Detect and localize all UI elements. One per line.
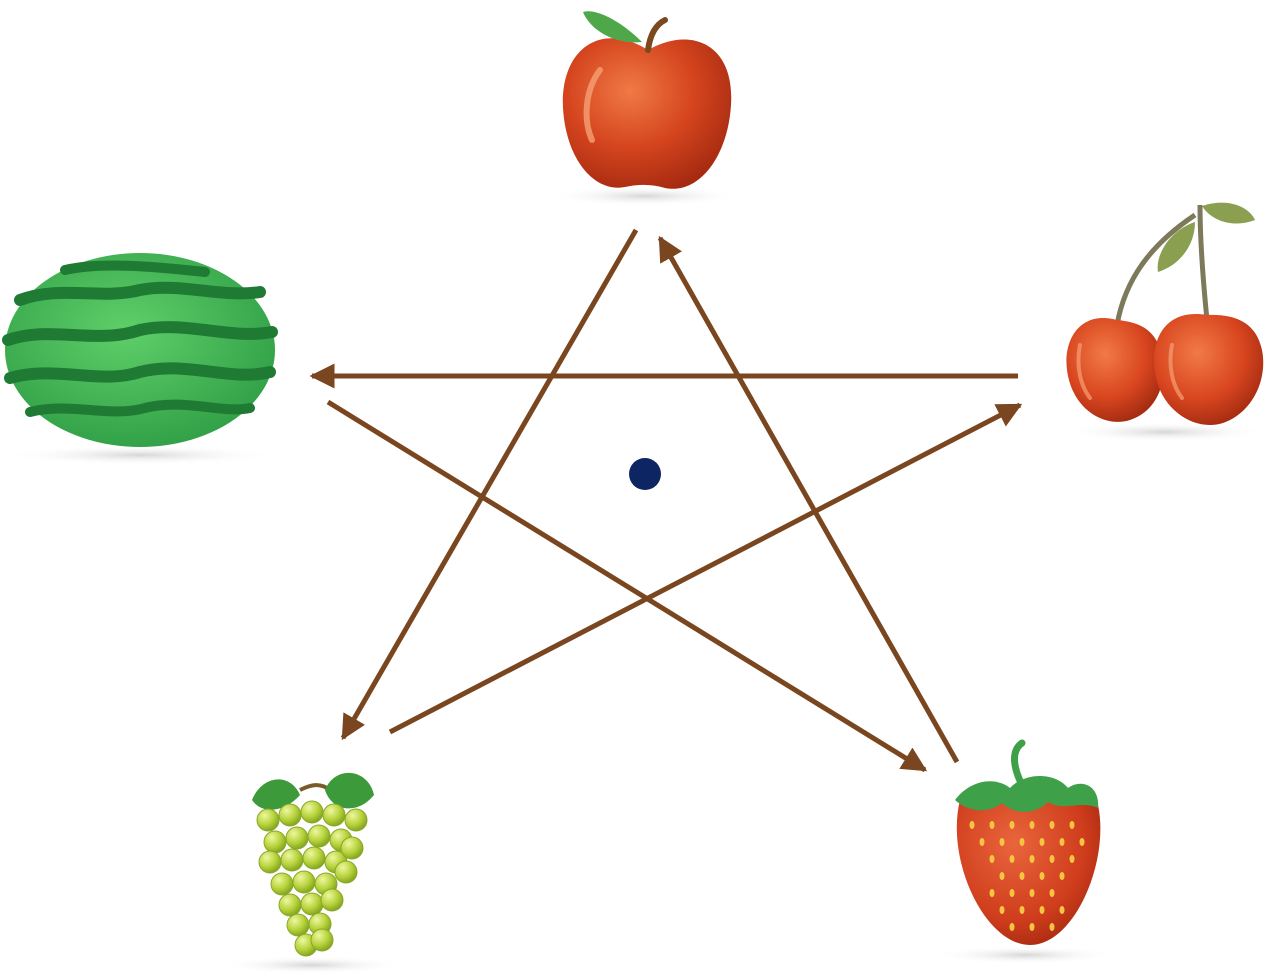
grape-berry (281, 849, 303, 871)
grape-berry (345, 809, 367, 831)
strawberry-seed (1030, 923, 1035, 931)
strawberry-seed (980, 838, 985, 846)
grape-berry (286, 827, 308, 849)
strawberry-seed (1080, 838, 1085, 846)
grape-berry (321, 889, 343, 911)
strawberry-seed (990, 821, 995, 829)
strawberry-seed (1010, 889, 1015, 897)
strawberry-seed (1030, 855, 1035, 863)
grape-berry (279, 894, 301, 916)
arrow-strawberry-to-apple (660, 238, 957, 762)
grape-berry (257, 809, 279, 831)
grape-berry (259, 851, 281, 873)
grape-berry (301, 893, 323, 915)
grape-berry (279, 804, 301, 826)
strawberry-seed (990, 855, 995, 863)
strawberry-icon (935, 743, 1115, 964)
arrow-grapes-to-cherries (390, 405, 1020, 732)
strawberry-seed (1030, 889, 1035, 897)
center-dot (629, 458, 661, 490)
arrows-group (312, 230, 1020, 770)
strawberry-seed (970, 821, 975, 829)
arrow-apple-to-grapes (343, 230, 636, 738)
strawberry-seed (1060, 872, 1065, 880)
strawberry-seed (990, 889, 995, 897)
watermelon-icon (5, 253, 275, 465)
strawberry-seed (1070, 821, 1075, 829)
strawberry-seed (1070, 855, 1075, 863)
strawberry-seed (1020, 838, 1025, 846)
grape-berry (323, 804, 345, 826)
strawberry-seed (1050, 821, 1055, 829)
strawberry-seed (1050, 923, 1055, 931)
strawberry-seed (1040, 906, 1045, 914)
grape-berry (308, 825, 330, 847)
cherries-icon (1065, 203, 1265, 442)
strawberry-seed (1040, 838, 1045, 846)
grapes-icon (222, 773, 402, 974)
strawberry-seed (1000, 872, 1005, 880)
strawberry-seed (1010, 821, 1015, 829)
strawberry-seed (1010, 855, 1015, 863)
strawberry-seed (1030, 821, 1035, 829)
grape-berry (311, 929, 333, 951)
strawberry-seed (1000, 838, 1005, 846)
grape-berry (303, 847, 325, 869)
grape-berry (293, 871, 315, 893)
grape-berry (335, 861, 357, 883)
strawberry-seed (1050, 855, 1055, 863)
grape-berry (287, 914, 309, 936)
strawberry-seed (1020, 872, 1025, 880)
strawberry-seed (1050, 889, 1055, 897)
strawberry-seed (1010, 923, 1015, 931)
strawberry-seed (1000, 906, 1005, 914)
grape-berry (301, 801, 323, 823)
strawberry-seed (1060, 838, 1065, 846)
grape-berry (271, 873, 293, 895)
grape-berry (341, 837, 363, 859)
grape-berry (264, 831, 286, 853)
strawberry-seed (1060, 906, 1065, 914)
strawberry-seed (1020, 906, 1025, 914)
strawberry-seed (1040, 872, 1045, 880)
arrow-watermelon-to-strawberry (328, 402, 925, 770)
apple-icon (550, 11, 740, 206)
